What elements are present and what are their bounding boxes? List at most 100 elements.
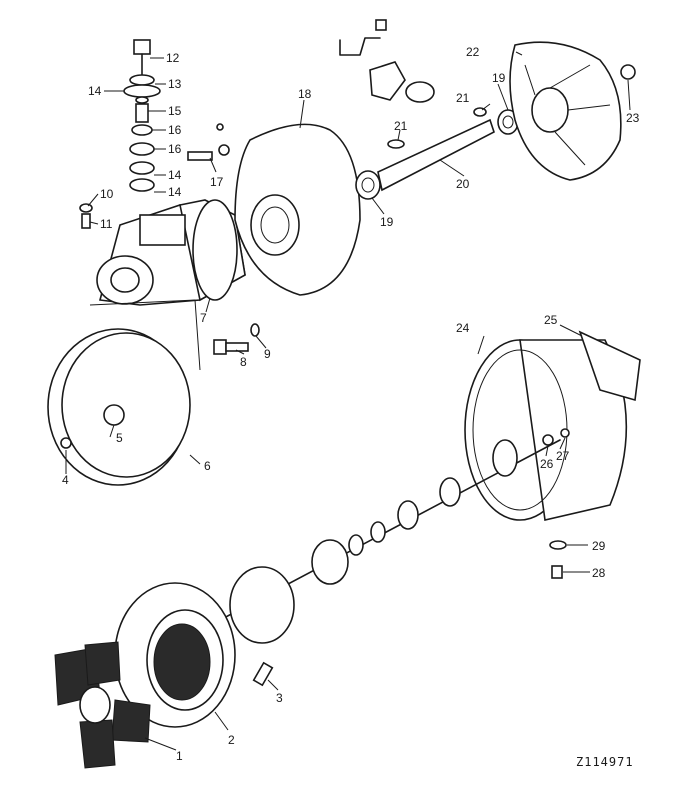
callout-26: 26 xyxy=(540,457,554,471)
callout-8: 8 xyxy=(240,355,247,369)
bolt-11 xyxy=(81,213,91,229)
housing-bore-inner xyxy=(110,267,140,293)
pulley-hub xyxy=(103,404,125,426)
washer-14 xyxy=(123,84,161,98)
clutch-disc-1 xyxy=(54,641,151,769)
callout-labels: 12 13 14 15 16 16 14 14 10 11 17 18 19 2… xyxy=(62,45,640,763)
pressure-plate-fingers xyxy=(153,623,211,701)
bearing-19b-inner xyxy=(502,115,514,129)
callout-13: 13 xyxy=(168,77,182,91)
callout-6: 6 xyxy=(204,459,211,473)
gear-b xyxy=(439,477,461,507)
cover-plate-18 xyxy=(234,123,361,296)
callout-24: 24 xyxy=(456,321,470,335)
drawing-code: Z114971 xyxy=(576,755,634,769)
washer-14b xyxy=(129,161,155,175)
gear-c xyxy=(397,500,419,530)
ring-e xyxy=(348,534,364,556)
bolt-8-head xyxy=(213,339,227,355)
nut-4 xyxy=(60,437,72,449)
bolt-17 xyxy=(187,123,230,161)
callout-19b: 19 xyxy=(492,71,506,85)
washer-29 xyxy=(549,540,567,550)
shaft-group xyxy=(355,107,519,200)
callout-4: 4 xyxy=(62,473,69,487)
housing-top-block xyxy=(139,214,186,246)
key-21a xyxy=(387,139,405,149)
seal-23 xyxy=(620,64,636,80)
spacer-15 xyxy=(135,103,149,123)
pulley-6 xyxy=(47,328,191,486)
callout-12: 12 xyxy=(166,51,180,65)
pressure-plate-2 xyxy=(114,582,236,728)
washer-14c xyxy=(129,178,155,192)
ring-16b xyxy=(129,142,155,156)
callout-5: 5 xyxy=(116,431,123,445)
callout-11: 11 xyxy=(100,217,113,231)
small-bolt-group xyxy=(79,203,93,229)
bolt-stack-group xyxy=(123,39,161,192)
linkage-knob xyxy=(375,19,387,31)
bolt-28 xyxy=(551,565,563,579)
callout-1: 1 xyxy=(176,749,183,763)
callout-16b: 16 xyxy=(168,142,182,156)
bolt-17-shank xyxy=(187,151,213,161)
shaft-20 xyxy=(377,118,495,192)
callout-18: 18 xyxy=(298,87,312,101)
callout-21a: 21 xyxy=(394,119,408,133)
flange-f xyxy=(311,539,349,585)
cover-hole-inner xyxy=(260,206,290,244)
linkage-body xyxy=(369,61,406,101)
cover-hole xyxy=(250,194,300,256)
belt-line xyxy=(89,299,201,371)
bearing-19a-inner xyxy=(361,177,375,193)
key-21b xyxy=(473,107,487,117)
bolt-3 xyxy=(252,661,274,687)
ring-d xyxy=(370,521,386,543)
linkage-group xyxy=(339,19,435,103)
bearing-19a xyxy=(355,170,381,200)
pulley-face xyxy=(61,332,191,478)
nut-10 xyxy=(79,203,93,213)
leader-lines xyxy=(65,51,631,751)
callout-14b: 14 xyxy=(168,168,182,182)
callout-2: 2 xyxy=(228,733,235,747)
washer-14-inner xyxy=(135,96,149,104)
callout-25: 25 xyxy=(544,313,558,327)
callout-23: 23 xyxy=(626,111,640,125)
release-bearing xyxy=(229,566,295,644)
gear-a xyxy=(492,439,518,477)
callout-9: 9 xyxy=(264,347,271,361)
callout-16a: 16 xyxy=(168,123,182,137)
bolt-8-shank xyxy=(225,342,249,352)
callout-22: 22 xyxy=(466,45,480,59)
disc-pad-right xyxy=(111,699,151,743)
callout-14a: 14 xyxy=(88,84,102,98)
callout-27: 27 xyxy=(556,449,570,463)
bell-housing-24 xyxy=(464,330,641,521)
disc-hub xyxy=(79,686,111,724)
disc-pad-bottom xyxy=(79,719,116,769)
clip-17 xyxy=(216,123,224,131)
callout-19a: 19 xyxy=(380,215,394,229)
housing-flange-ring xyxy=(192,199,238,301)
bolt-8 xyxy=(213,323,260,355)
callout-7: 7 xyxy=(200,311,207,325)
pin-26 xyxy=(542,434,554,446)
rear-housing-hub xyxy=(531,87,569,133)
callout-29: 29 xyxy=(592,539,606,553)
linkage-pulley xyxy=(405,81,435,103)
gearbox-housing-7 xyxy=(96,199,246,306)
clip-27 xyxy=(560,428,570,438)
washer-13 xyxy=(129,74,155,86)
callout-17: 17 xyxy=(210,175,224,189)
callout-14c: 14 xyxy=(168,185,182,199)
rear-housing-22 xyxy=(509,41,636,181)
disc-pad-top xyxy=(84,641,121,686)
callout-21b: 21 xyxy=(456,91,470,105)
rear-housing-ribs xyxy=(524,64,611,166)
mount-plate-25 xyxy=(578,330,641,402)
drivetrain-group xyxy=(204,439,561,644)
